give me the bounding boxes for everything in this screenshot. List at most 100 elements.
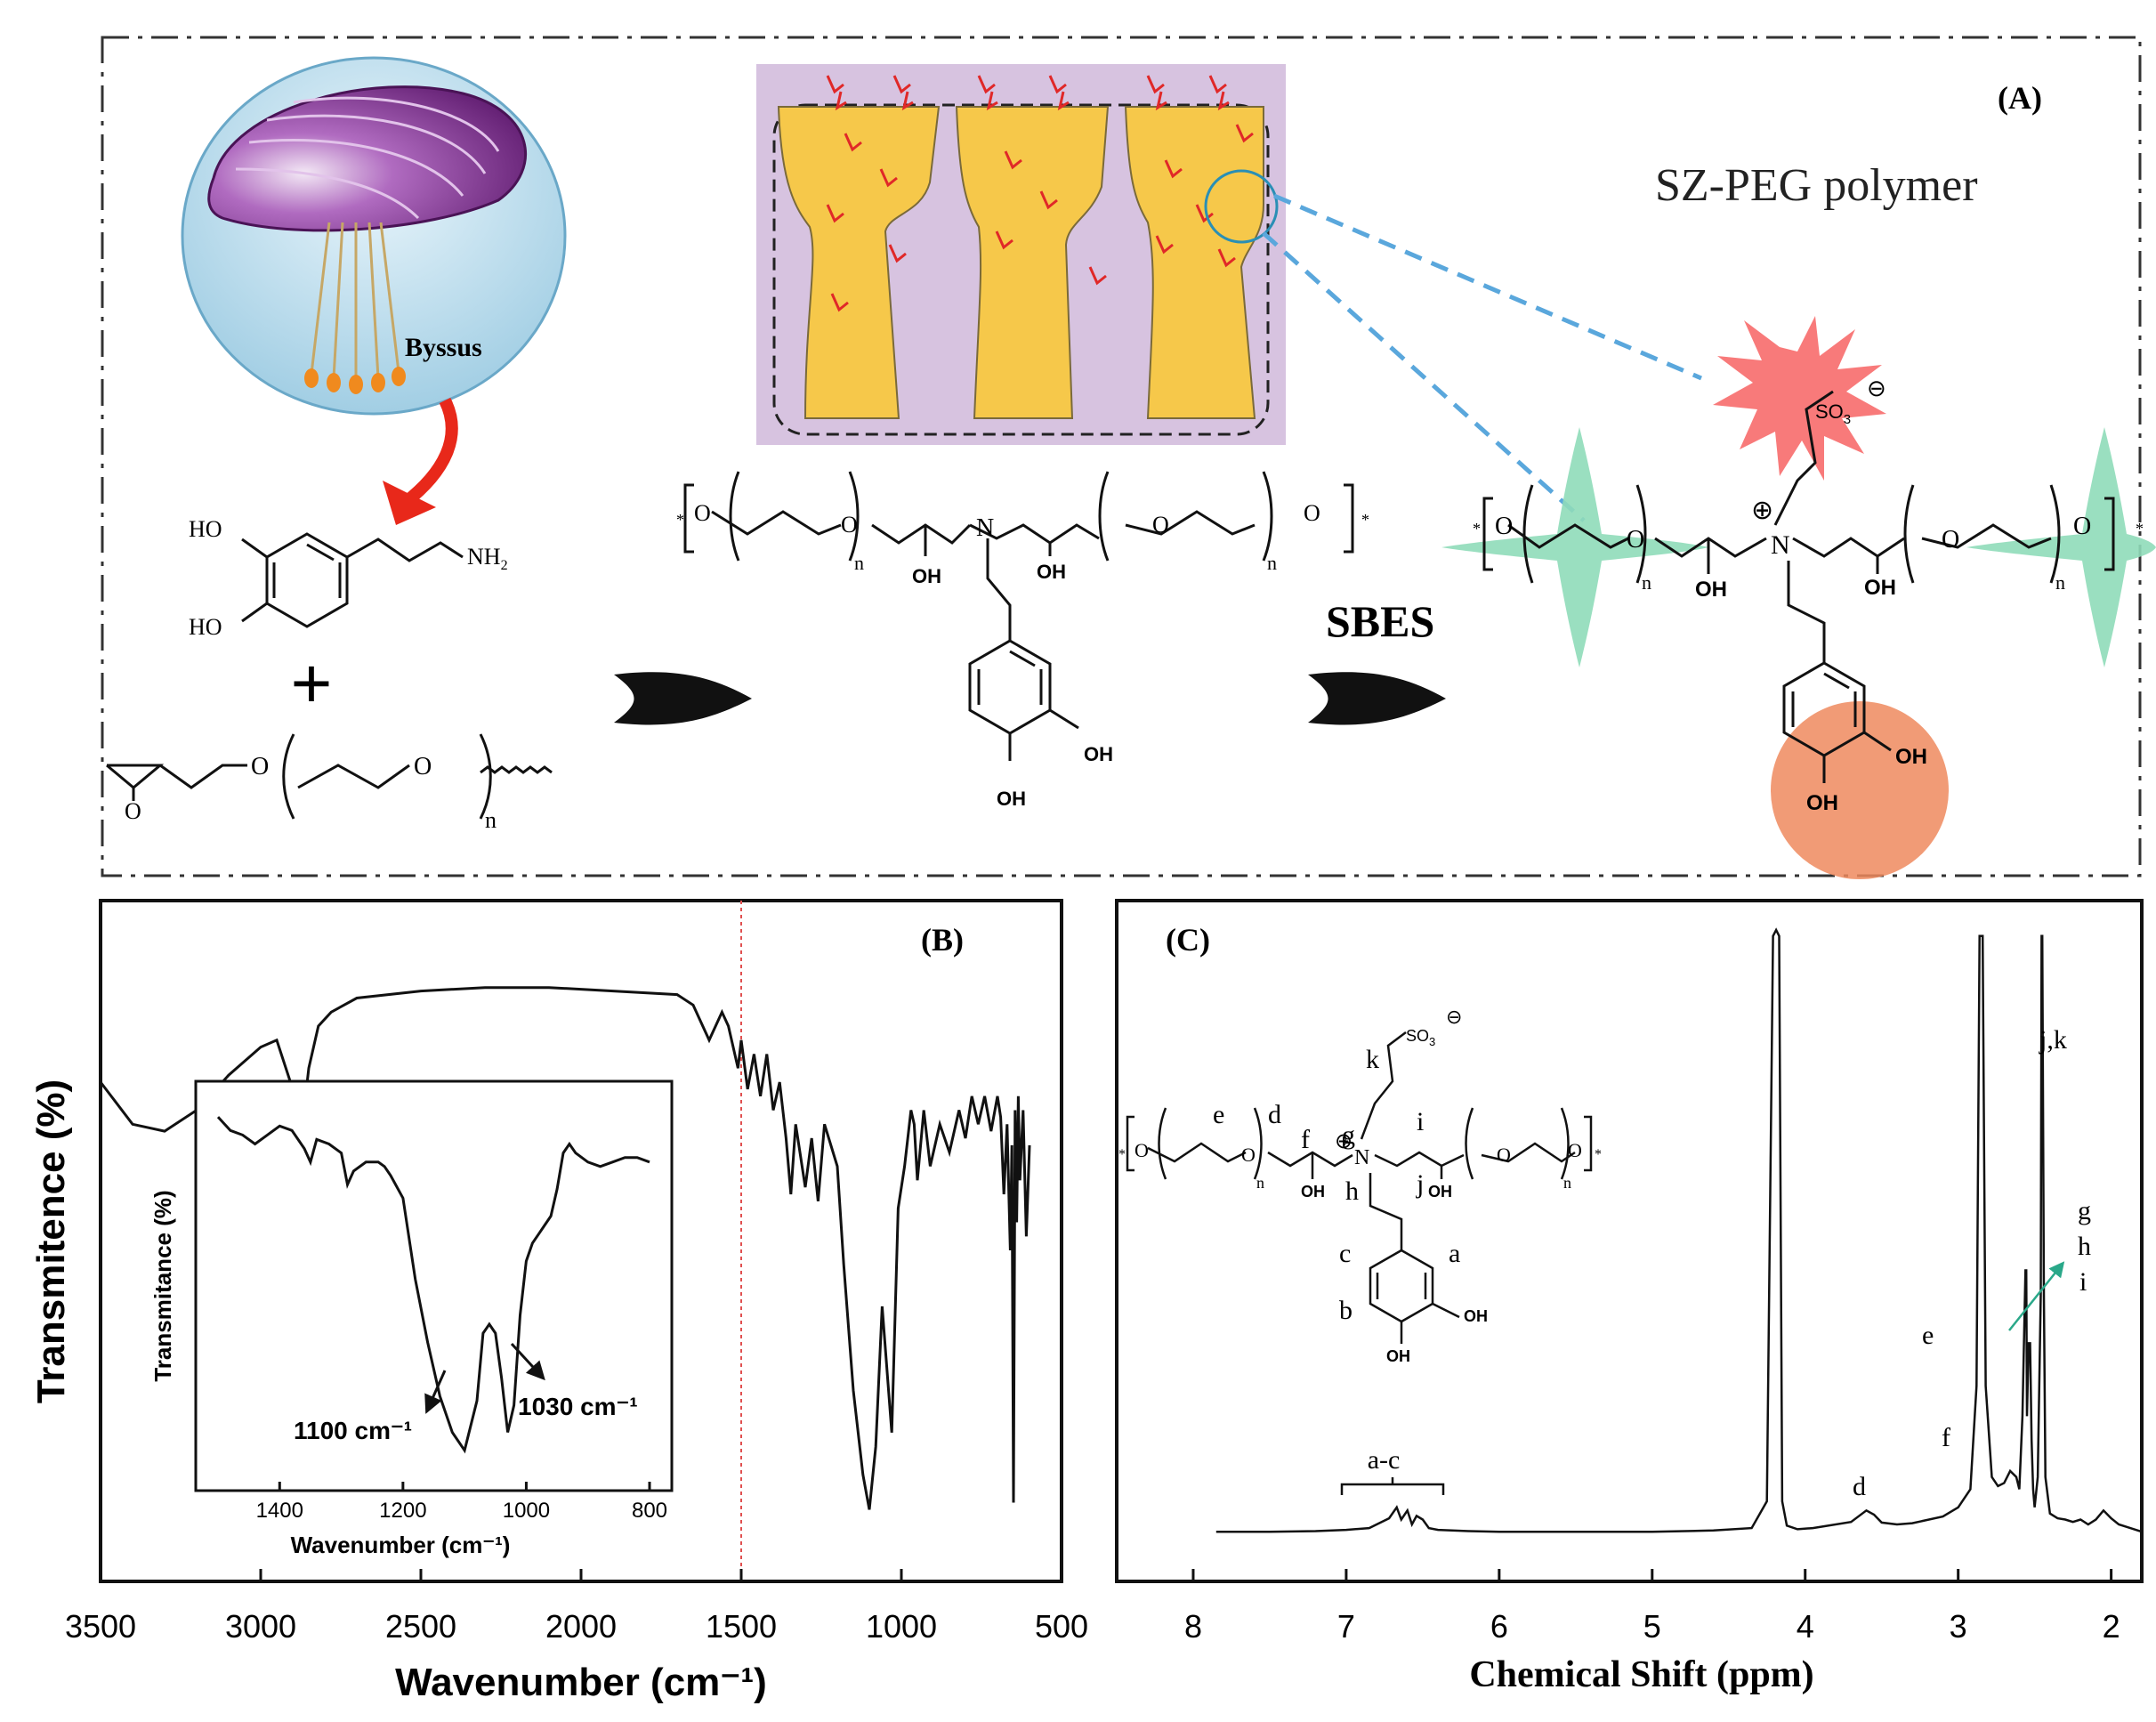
annotation-arrow-1030 (510, 1342, 545, 1381)
panel-b-label: (B) (921, 922, 964, 958)
oh-prod-2: OH (1864, 576, 1896, 600)
n-mid-sub-1: n (854, 552, 864, 574)
reaction-arrow-2 (1308, 672, 1446, 725)
peg-star-2 (1966, 427, 2156, 667)
inset-x-tick-label: 1200 (379, 1499, 426, 1523)
panel-c-x-tick-label: 2 (2103, 1608, 2120, 1645)
o-mid-1: O (694, 500, 711, 526)
so3-c: SO3 (1406, 1027, 1435, 1048)
n-atom-c: N (1354, 1146, 1369, 1169)
label-b-struct: b (1339, 1296, 1353, 1325)
peg-subscript-n: n (485, 807, 497, 833)
star-left-prod: * (1473, 520, 1481, 538)
oh-prod-1: OH (1695, 578, 1727, 602)
shell-ridge (235, 167, 420, 220)
peak-label-f: f (1942, 1423, 1950, 1452)
label-j-struct: j (1416, 1169, 1424, 1199)
panel-c-structure (1126, 1031, 1593, 1344)
oh-mid-4: OH (997, 788, 1026, 810)
epoxide-o-label: O (125, 798, 141, 824)
inset-frame (194, 1079, 674, 1492)
oh-prod-4: OH (1806, 791, 1838, 815)
sbes-label: SBES (1326, 596, 1434, 646)
star-left-mid: * (676, 511, 684, 529)
fiber-1 (777, 106, 941, 419)
annotation-1100: 1100 cm⁻¹ (294, 1417, 412, 1444)
peak-pointer-ghi (2008, 1261, 2065, 1331)
oh-prod-3: OH (1895, 745, 1927, 769)
panel-a-frame (101, 36, 2142, 877)
so3-minus-charge: ⊖ (1867, 375, 1886, 401)
shell-ridge (293, 96, 500, 152)
dopamine-structure (241, 532, 464, 628)
red-curved-arrow (400, 397, 458, 508)
panel-b-x-tick-label: 1000 (866, 1608, 937, 1645)
panel-b-x-tick-label: 2500 (385, 1608, 456, 1645)
inset-x-tick-label: 800 (632, 1499, 667, 1523)
sulfonate-burst (1713, 316, 1886, 481)
panel-a: (A) SZ-PEG polymer (101, 36, 2156, 879)
n-prod-sub-1: n (1642, 571, 1651, 594)
n-plus-prod: N (1771, 530, 1790, 560)
panel-b-x-tick-label: 3000 (225, 1608, 296, 1645)
ether-o-label-2: O (414, 753, 432, 780)
panel-b-x-tick-label: 2000 (545, 1608, 617, 1645)
peg-star-1 (1441, 427, 1708, 667)
product-bonds (1482, 390, 2115, 783)
label-d-struct: d (1268, 1100, 1281, 1129)
panel-c-x-tick-label: 5 (1643, 1608, 1661, 1645)
peak-label-h: h (2078, 1232, 2091, 1261)
peak-label-e: e (1922, 1321, 1934, 1350)
n-c-sub-2: n (1563, 1174, 1571, 1192)
n-mid-sub-2: n (1267, 552, 1277, 574)
o-mid-3: O (1152, 512, 1169, 538)
n-prod-sub-2: n (2055, 571, 2065, 594)
label-c-struct: c (1339, 1239, 1351, 1268)
fiber-side-chains (826, 75, 1254, 312)
oh-mid-2: OH (1037, 561, 1066, 583)
shell-ridge (248, 139, 464, 197)
byssus-plaques (304, 367, 406, 394)
byssus-threads (310, 222, 400, 381)
oh-mid-1: OH (912, 565, 941, 587)
panel-c-x-tick-label: 3 (1950, 1608, 1967, 1645)
o-c-1: O (1135, 1139, 1149, 1161)
oh-mid-3: OH (1084, 743, 1113, 765)
peak-label-i: i (2079, 1267, 2087, 1297)
ho-label-2: HO (189, 614, 222, 640)
panel-b-spectrum (99, 986, 1031, 1510)
o-prod-1: O (1495, 513, 1513, 540)
mussel-illustration: Byssus (181, 56, 567, 525)
label-a-struct: a (1449, 1239, 1460, 1268)
fiber-2 (955, 106, 1110, 419)
so3-label: SO3 (1815, 400, 1851, 427)
sz-peg-product: * O O n OH N ⊕ OH O n O * SO3 ⊖ OH OH (1441, 316, 2156, 879)
star-left-c: * (1118, 1147, 1126, 1162)
panel-c-x-tick-label: 4 (1797, 1608, 1814, 1645)
plus-charge: ⊕ (1751, 496, 1773, 525)
zoom-link-line-1 (1273, 193, 1702, 381)
peak-label-ac: a-c (1368, 1445, 1401, 1475)
star-right-mid: * (1361, 511, 1369, 529)
so3-c-minus: ⊖ (1446, 1006, 1462, 1028)
intermediate-polymer (683, 471, 1354, 761)
panel-a-title: SZ-PEG polymer (1655, 160, 1978, 211)
o-prod-2: O (1627, 526, 1644, 554)
panel-c-frame (1115, 899, 2144, 1583)
panel-c-x-tick-label: 6 (1490, 1608, 1508, 1645)
nh2-label: NH2 (467, 544, 508, 573)
panel-c-x-tick-label: 8 (1184, 1608, 1202, 1645)
panel-c-x-axis-label: Chemical Shift (ppm) (1469, 1654, 1813, 1695)
oh-c-4: OH (1386, 1347, 1410, 1365)
panel-b-y-axis-label: Transmitence (%) (29, 1079, 73, 1403)
fiber-zoom-circle (1204, 169, 1279, 244)
label-g-struct: g (1342, 1120, 1355, 1150)
byssus-label: Byssus (405, 333, 482, 362)
peak-label-d: d (1853, 1472, 1866, 1501)
panel-b-x-tick-label: 3500 (65, 1608, 136, 1645)
inset-y-axis-label: Transmitance (%) (149, 1190, 176, 1381)
label-h-struct: h (1345, 1176, 1359, 1206)
